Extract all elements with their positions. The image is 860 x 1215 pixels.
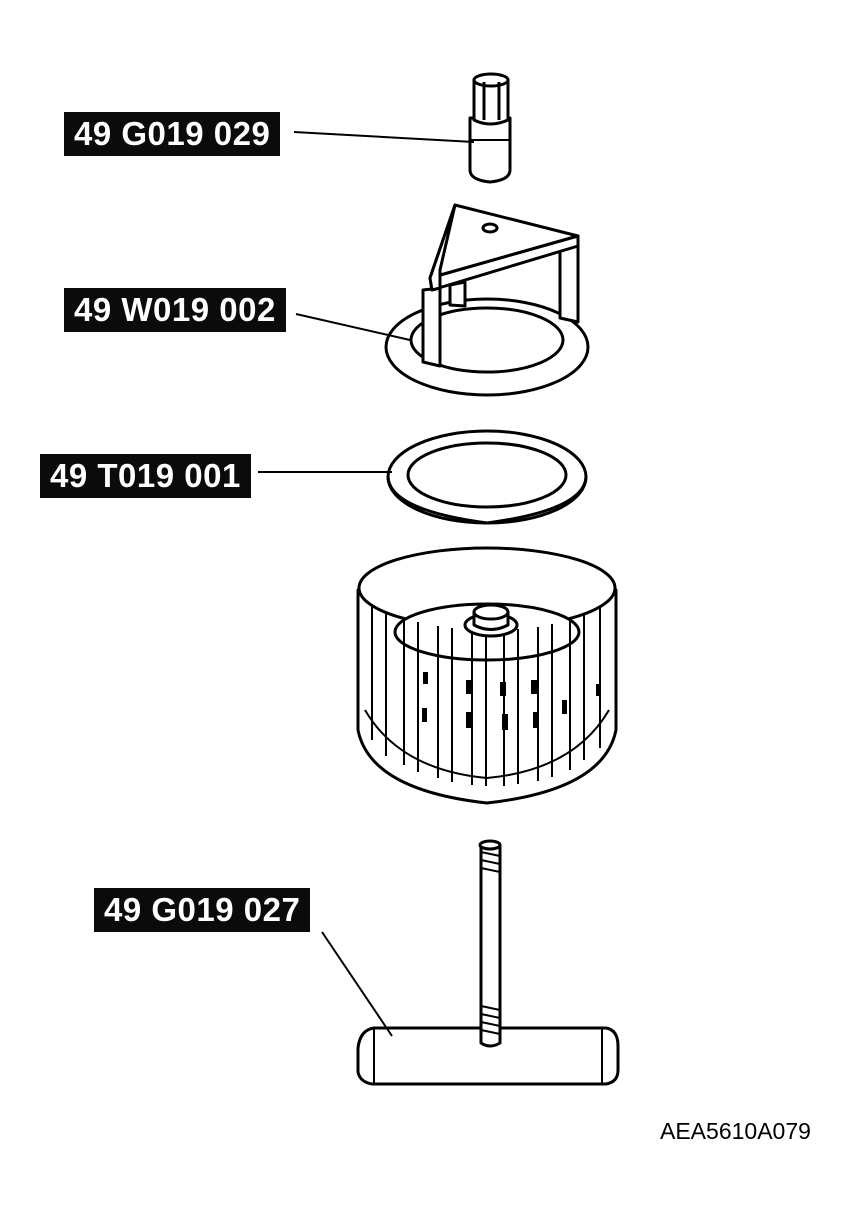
leader-line-g019-027	[321, 931, 393, 1037]
hex-adapter-part	[468, 72, 512, 184]
callout-49-g019-029: 49 G019 029	[64, 112, 281, 156]
callout-49-g019-027: 49 G019 027	[94, 888, 311, 932]
ring-part	[386, 429, 588, 525]
leader-line-w019-002	[295, 313, 411, 341]
callout-49-t019-001: 49 T019 001	[40, 454, 251, 498]
figure-code: AEA5610A079	[660, 1118, 811, 1144]
clutch-drum-part	[356, 546, 618, 805]
callout-49-w019-002: 49 W019 002	[64, 288, 286, 332]
bridge-fixture-part	[384, 203, 590, 397]
threaded-rod-part	[356, 839, 620, 1086]
leader-line-g019-029	[293, 131, 475, 143]
